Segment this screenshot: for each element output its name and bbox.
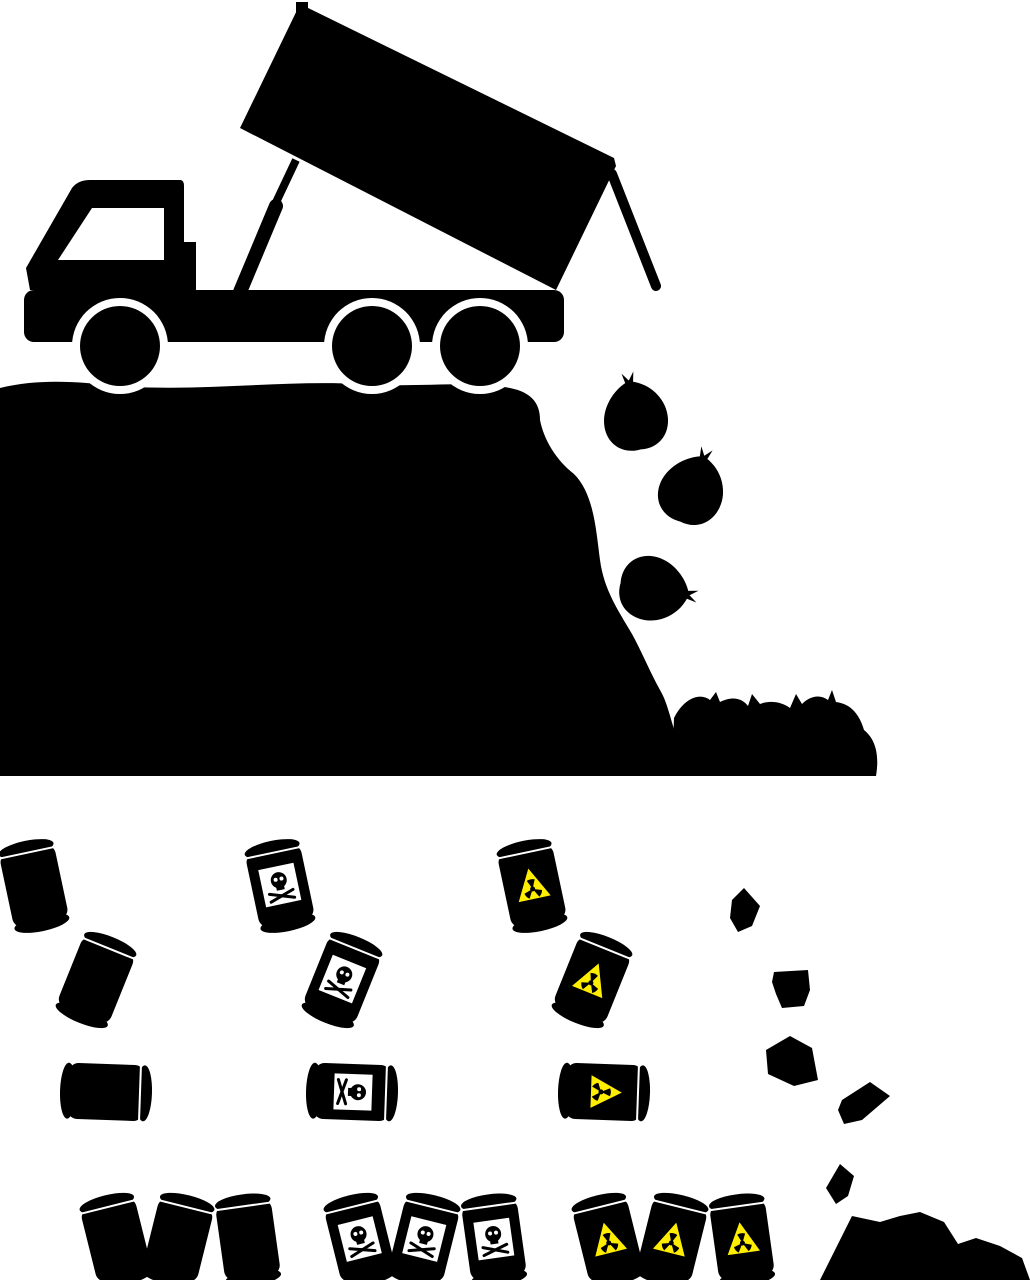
debris-chunk-icon [766, 1036, 818, 1086]
barrel-icon [58, 1061, 154, 1123]
garbage-bag-icon [595, 366, 673, 456]
garbage-bag-icon [650, 437, 738, 533]
debris-chunk-icon [826, 1164, 854, 1204]
debris-chunk-icon [730, 888, 760, 932]
barrel-icon [297, 925, 387, 1035]
debris-chunk-icon [838, 1082, 890, 1124]
dump-truck-icon [24, 2, 661, 394]
skull-crossbones-icon [471, 1216, 516, 1262]
falling-bags [595, 366, 738, 629]
plain-barrels-column [0, 834, 284, 1280]
barrel-icon [138, 1187, 218, 1280]
barrel-icon [556, 1061, 652, 1123]
barrel-icon [568, 1187, 648, 1280]
barrel-icon [212, 1189, 284, 1280]
bag-pile [672, 690, 878, 776]
skull-crossbones-icon [331, 1071, 375, 1113]
debris-column [730, 888, 1030, 1280]
barrel-icon [76, 1187, 156, 1280]
barrel-icon [320, 1187, 400, 1280]
landfill-cliff [0, 381, 690, 776]
barrel-icon [706, 1189, 778, 1280]
barrel-icon [304, 1061, 400, 1123]
barrel-icon [242, 834, 318, 938]
barrel-icon [384, 1187, 464, 1280]
toxic-barrels-column [242, 834, 530, 1280]
barrel-icon [51, 925, 141, 1035]
debris-chunk-icon [820, 1212, 1030, 1280]
barrel-icon [458, 1189, 530, 1280]
debris-chunk-icon [772, 970, 810, 1008]
barrel-icon [0, 834, 72, 938]
barrel-icon [494, 834, 570, 938]
garbage-bag-icon [614, 551, 703, 629]
barrel-icon [547, 925, 637, 1035]
barrel-icon [632, 1187, 712, 1280]
